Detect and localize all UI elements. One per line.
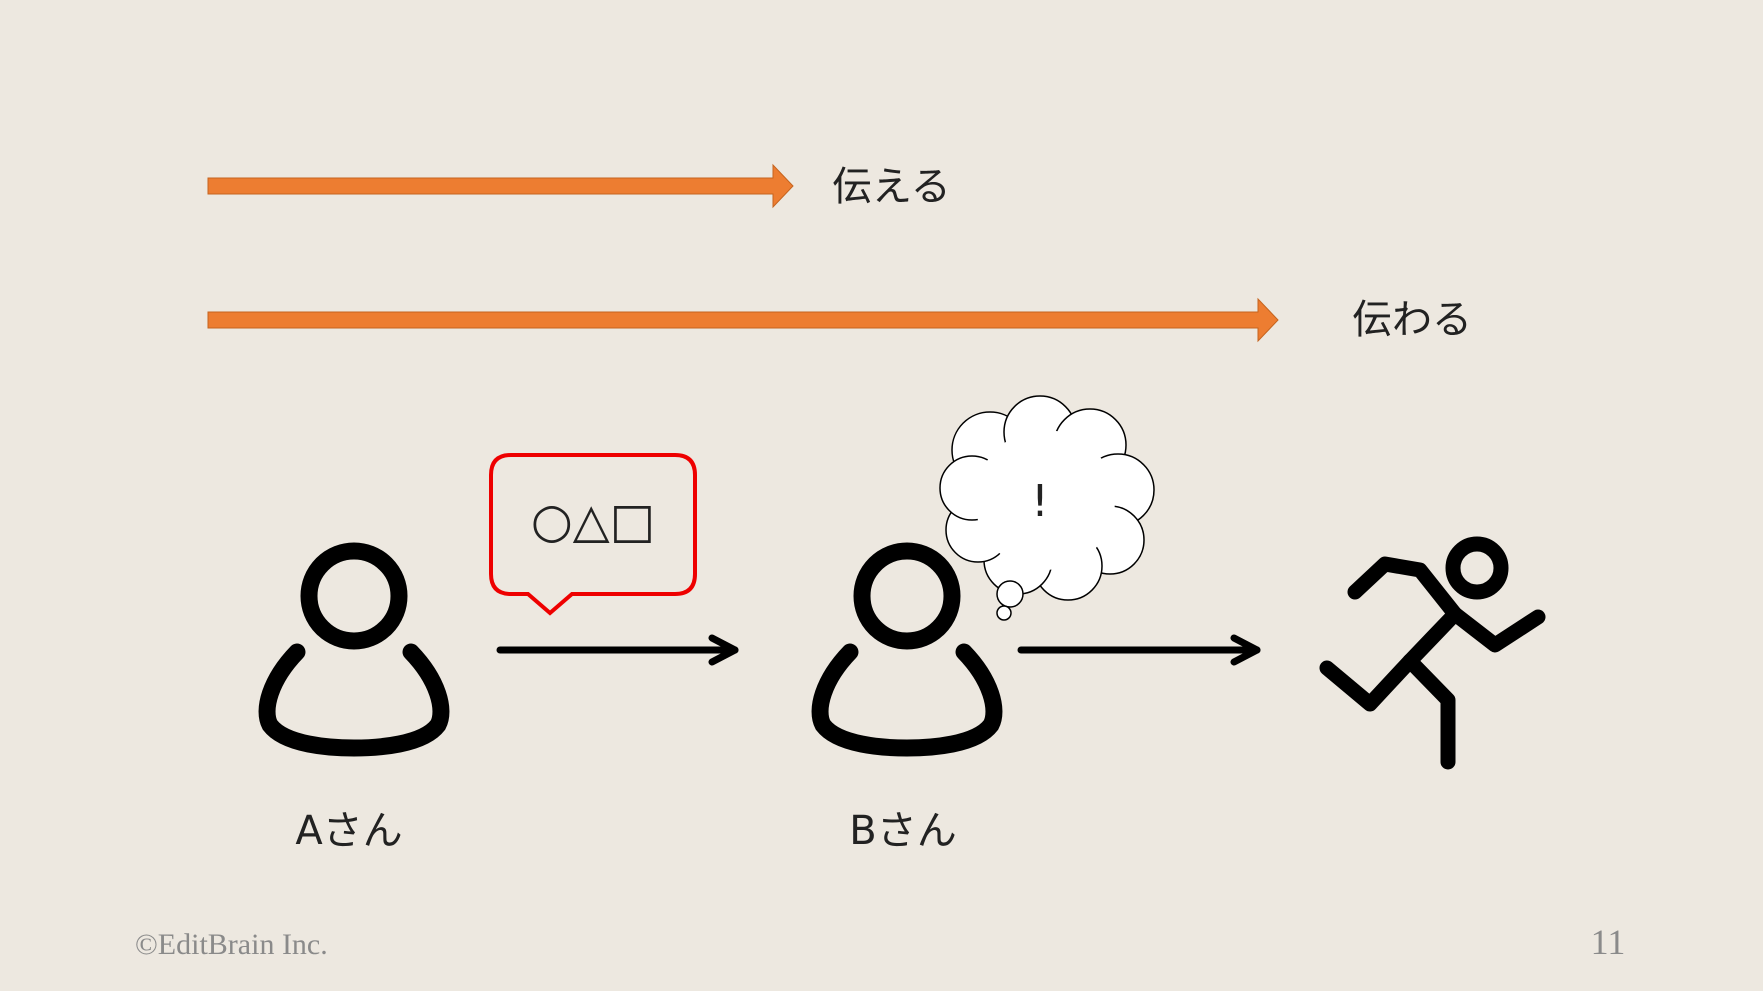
footer-copyright: ©EditBrain Inc. [135,928,328,961]
arrow-right-icon [1017,634,1261,666]
arrow-right-icon [496,634,739,666]
short-orange-arrow-icon [207,163,794,209]
person-a-icon [258,542,450,757]
thought-content: ! [1031,476,1049,527]
convey-label: 伝える [832,164,951,210]
runner-icon [1319,536,1546,770]
speech-content: ○△□ [531,493,655,549]
speech-bubble-icon [489,453,697,616]
page-number: 11 [1591,922,1626,962]
long-orange-arrow-icon [207,297,1279,343]
person-a-label: Aさん [295,808,402,854]
thought-cloud-icon [939,395,1155,621]
person-b-icon [811,542,1003,757]
person-b-label: Bさん [849,808,956,854]
conveyed-label: 伝わる [1352,297,1472,343]
